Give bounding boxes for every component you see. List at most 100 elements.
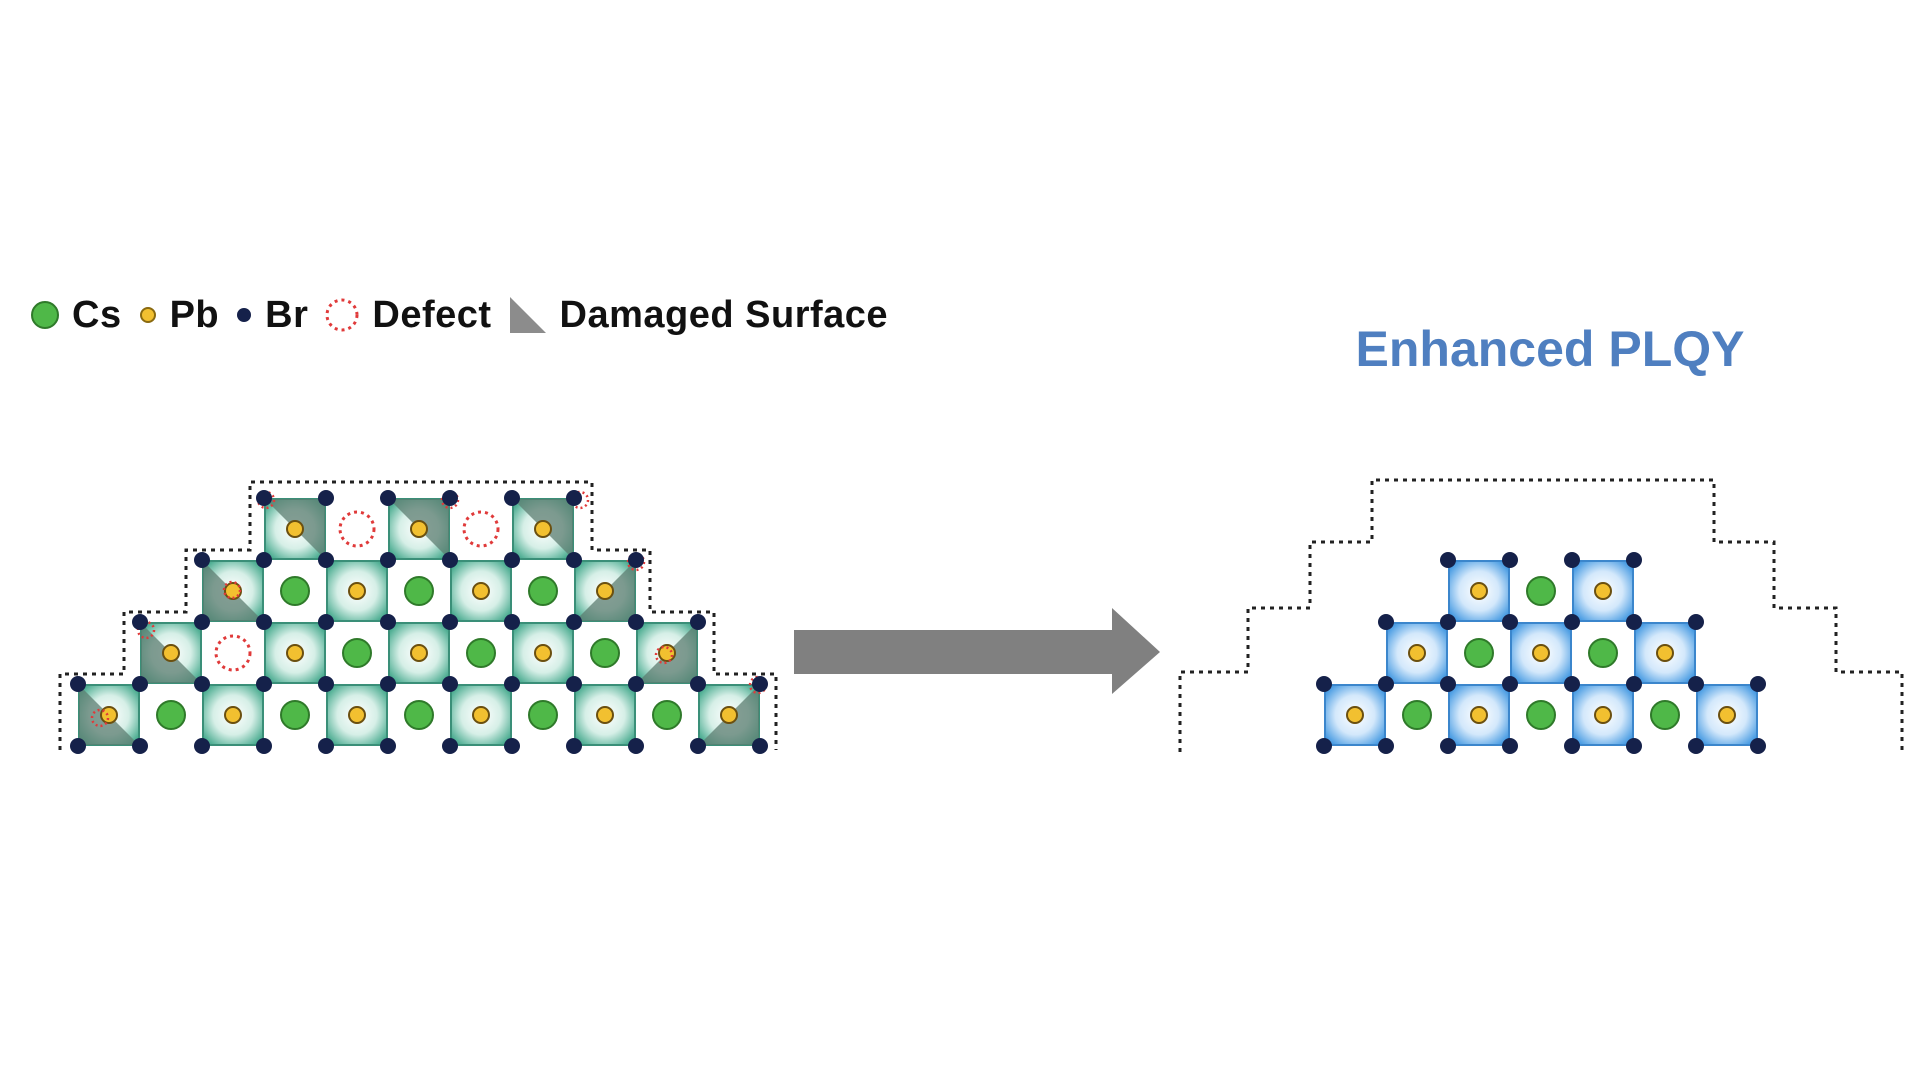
defect-small xyxy=(440,490,460,510)
cs-atom xyxy=(1588,638,1618,668)
br-atom xyxy=(1564,552,1580,568)
br-atom xyxy=(690,614,706,630)
br-atom xyxy=(380,552,396,568)
br-atom xyxy=(132,738,148,754)
pb-atom xyxy=(286,644,304,662)
br-atom xyxy=(256,490,272,506)
pb-atom xyxy=(1470,706,1488,724)
br-atom xyxy=(70,738,86,754)
defect-vacancy xyxy=(338,510,376,548)
br-atom xyxy=(442,614,458,630)
pb-atom xyxy=(472,706,490,724)
cs-atom xyxy=(1650,700,1680,730)
pb-atom xyxy=(162,644,180,662)
defect-small xyxy=(256,490,276,510)
br-atom xyxy=(1502,552,1518,568)
br-atom xyxy=(1626,676,1642,692)
pb-atom xyxy=(1470,582,1488,600)
cs-atom xyxy=(342,638,372,668)
defect-vacancy xyxy=(214,634,252,672)
br-atom xyxy=(1750,738,1766,754)
br-atom xyxy=(442,738,458,754)
cs-atom xyxy=(466,638,496,668)
br-atom xyxy=(628,552,644,568)
defect-small xyxy=(654,645,674,665)
br-atom xyxy=(1440,614,1456,630)
legend-label-br: Br xyxy=(265,293,309,336)
cs-atom xyxy=(590,638,620,668)
defect-small xyxy=(570,490,590,510)
br-atom xyxy=(194,676,210,692)
br-atom xyxy=(628,738,644,754)
br-atom xyxy=(690,676,706,692)
pb-atom-icon xyxy=(139,307,156,323)
legend-label-pb: Pb xyxy=(169,293,220,336)
pb-atom xyxy=(1532,644,1550,662)
cs-atom xyxy=(1526,700,1556,730)
legend-label-defect: Defect xyxy=(372,293,492,336)
br-atom xyxy=(1378,676,1394,692)
br-atom xyxy=(504,676,520,692)
br-atom xyxy=(504,490,520,506)
br-atom xyxy=(70,676,86,692)
pb-atom xyxy=(348,582,366,600)
br-atom xyxy=(1564,614,1580,630)
br-atom xyxy=(1564,738,1580,754)
br-atom xyxy=(1378,614,1394,630)
br-atom xyxy=(1688,614,1704,630)
legend-label-cs: Cs xyxy=(72,293,122,336)
pb-atom xyxy=(1594,582,1612,600)
defect-small xyxy=(222,580,242,600)
damaged-surface-icon xyxy=(509,297,546,333)
cs-atom xyxy=(404,576,434,606)
br-atom xyxy=(1502,614,1518,630)
br-atom xyxy=(380,614,396,630)
legend-item-cs: Cs xyxy=(30,294,138,337)
cs-atom-icon xyxy=(31,301,59,329)
br-atom xyxy=(504,552,520,568)
right-outline xyxy=(1178,478,1904,752)
pb-atom xyxy=(534,520,552,538)
pb-atom xyxy=(1718,706,1736,724)
br-atom xyxy=(194,552,210,568)
pb-atom xyxy=(1594,706,1612,724)
left-outline xyxy=(58,480,778,750)
cs-atom xyxy=(1402,700,1432,730)
br-atom xyxy=(256,676,272,692)
cs-atom xyxy=(280,700,310,730)
br-atom xyxy=(1440,552,1456,568)
legend-label-damaged-surface: Damaged Surface xyxy=(559,293,889,336)
br-atom xyxy=(1502,738,1518,754)
legend-item-damaged-surface: Damaged Surface xyxy=(508,294,905,337)
br-atom xyxy=(1626,614,1642,630)
pb-atom xyxy=(596,582,614,600)
pb-atom xyxy=(410,644,428,662)
br-atom xyxy=(442,552,458,568)
left-crystal-structure xyxy=(70,490,768,754)
legend: Cs Pb Br Defect Damaged Surface xyxy=(30,292,904,338)
cs-atom xyxy=(652,700,682,730)
br-atom xyxy=(504,614,520,630)
br-atom xyxy=(752,676,768,692)
br-atom xyxy=(690,738,706,754)
br-atom-icon xyxy=(237,308,252,322)
br-atom xyxy=(1316,738,1332,754)
br-atom xyxy=(380,738,396,754)
br-atom xyxy=(318,552,334,568)
octahedron-cell xyxy=(1696,684,1758,746)
pb-atom xyxy=(100,706,118,724)
br-atom xyxy=(628,676,644,692)
br-atom xyxy=(132,614,148,630)
cs-atom xyxy=(156,700,186,730)
br-atom xyxy=(194,614,210,630)
enhanced-plqy-title: Enhanced PLQY xyxy=(1355,321,1745,377)
br-atom xyxy=(752,738,768,754)
pb-atom xyxy=(472,582,490,600)
defect-small xyxy=(136,620,156,640)
cs-atom xyxy=(528,700,558,730)
pb-atom xyxy=(1656,644,1674,662)
br-atom xyxy=(566,676,582,692)
br-atom xyxy=(628,614,644,630)
legend-item-defect: Defect xyxy=(324,294,507,337)
